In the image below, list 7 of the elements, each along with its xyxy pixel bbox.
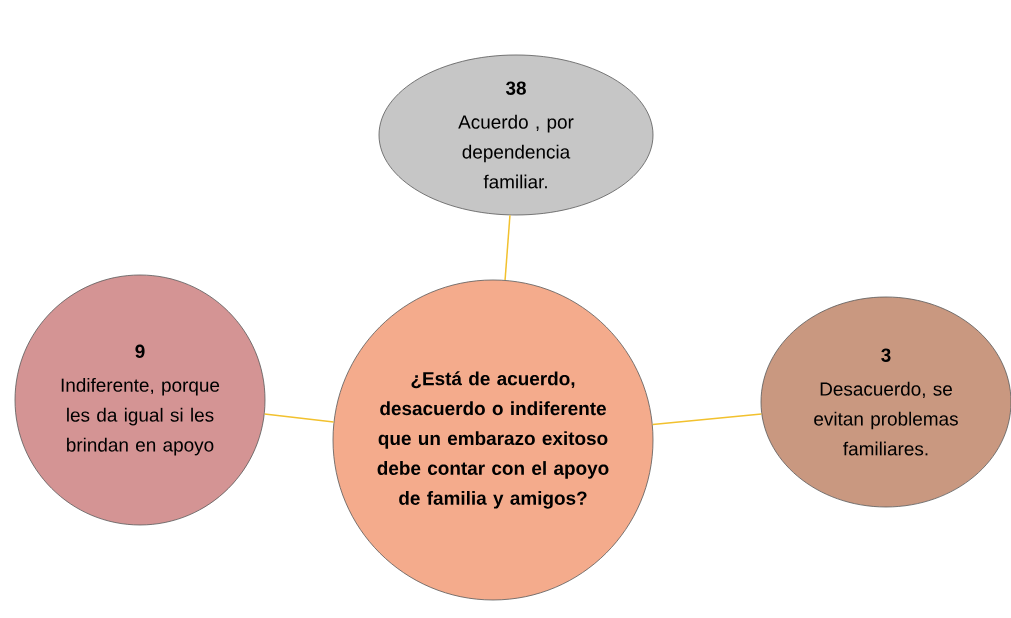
ellipse-node: 3 Desacuerdo, se evitan problemas familiares. (760, 296, 1011, 508)
connector-line (504, 214, 511, 281)
connector-line (651, 413, 763, 426)
circle-node: 9 Indiferente, porque les da igual si les brindan en apoyo (14, 274, 266, 526)
ellipse-node: 38 Acuerdo , por dependencia familiar. (378, 54, 654, 216)
connector-line (263, 413, 335, 423)
circle-node: ¿Está de acuerdo, desacuerdo o indiferente que un embarazo exitoso debe contar con el apoyo de familia y amigos? (332, 279, 654, 601)
